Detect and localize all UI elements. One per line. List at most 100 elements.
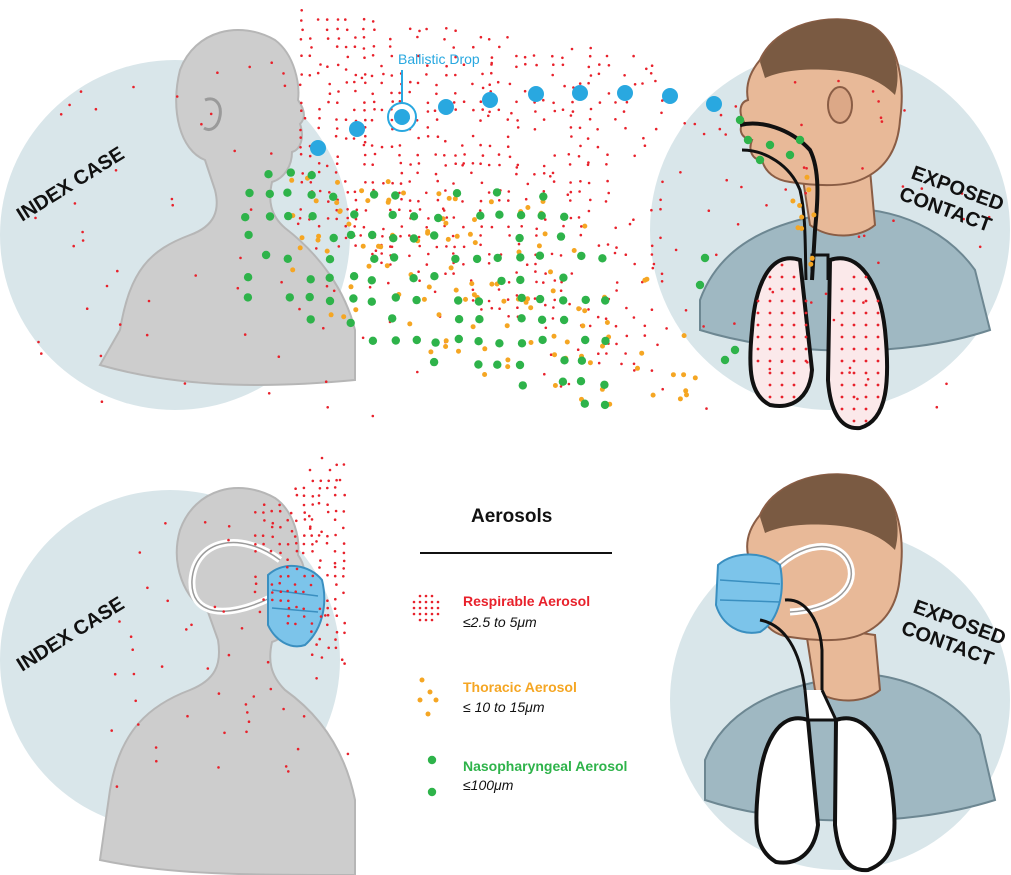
respirable-particle: [462, 263, 465, 266]
respirable-particle: [527, 183, 530, 186]
respirable-particle: [304, 117, 307, 120]
respirable-particle: [872, 90, 875, 93]
respirable-particle: [282, 72, 285, 75]
respirable-particle: [562, 108, 565, 111]
respirable-particle: [793, 336, 796, 339]
respirable-particle: [418, 162, 421, 165]
nasopharyngeal-particle: [600, 381, 608, 389]
respirable-legend-dot: [437, 613, 440, 616]
respirable-particle: [720, 114, 723, 117]
respirable-particle: [161, 665, 164, 668]
thoracic-particle: [796, 225, 801, 230]
thoracic-particle: [693, 375, 698, 380]
respirable-particle: [134, 700, 137, 703]
respirable-particle: [337, 18, 340, 21]
nasopharyngeal-particle: [582, 296, 590, 304]
nasopharyngeal-particle: [283, 189, 291, 197]
thoracic-legend-dot: [420, 678, 425, 683]
respirable-particle: [578, 190, 581, 193]
respirable-particle: [336, 155, 339, 158]
respirable-particle: [296, 550, 299, 553]
respirable-particle: [176, 95, 179, 98]
respirable-particle: [244, 333, 247, 336]
nasopharyngeal-particle: [721, 356, 729, 364]
respirable-particle: [373, 28, 376, 31]
respirable-particle: [587, 164, 590, 167]
respirable-particle: [327, 480, 330, 483]
respirable-particle: [757, 348, 760, 351]
respirable-particle: [633, 263, 636, 266]
respirable-particle: [452, 235, 455, 238]
respirable-particle: [605, 317, 608, 320]
respirable-particle: [865, 372, 868, 375]
respirable-particle: [853, 336, 856, 339]
respirable-particle: [588, 210, 591, 213]
respirable-particle: [652, 267, 655, 270]
nasopharyngeal-particle: [326, 255, 334, 263]
respirable-particle: [227, 539, 230, 542]
thoracic-particle: [472, 292, 477, 297]
respirable-particle: [100, 355, 103, 358]
respirable-particle: [278, 582, 281, 585]
respirable-particle: [409, 199, 412, 202]
thoracic-particle: [376, 244, 381, 249]
thoracic-particle: [551, 288, 556, 293]
thoracic-particle: [341, 314, 346, 319]
nasopharyngeal-particle: [518, 294, 526, 302]
respirable-particle: [300, 38, 303, 41]
respirable-particle: [436, 118, 439, 121]
respirable-particle: [343, 542, 346, 545]
respirable-particle: [320, 480, 323, 483]
respirable-particle: [507, 226, 510, 229]
respirable-particle: [363, 101, 366, 104]
thoracic-particle: [805, 175, 810, 180]
nasopharyngeal-particle: [559, 378, 567, 386]
respirable-particle: [877, 396, 880, 399]
respirable-particle: [255, 582, 258, 585]
respirable-particle: [267, 661, 270, 664]
respirable-particle: [491, 307, 494, 310]
respirable-particle: [597, 146, 600, 149]
respirable-particle: [589, 199, 592, 202]
respirable-particle: [343, 560, 346, 563]
thoracic-particle: [489, 199, 494, 204]
respirable-particle: [355, 74, 358, 77]
respirable-particle: [279, 599, 282, 602]
respirable-particle: [304, 518, 307, 521]
respirable-particle: [285, 765, 288, 768]
respirable-particle: [372, 415, 375, 418]
respirable-particle: [702, 325, 705, 328]
respirable-particle: [769, 288, 772, 291]
respirable-particle: [679, 171, 682, 174]
respirable-particle: [364, 82, 367, 85]
respirable-particle: [608, 64, 611, 67]
respirable-particle: [327, 511, 330, 514]
respirable-particle: [344, 18, 347, 21]
respirable-particle: [598, 362, 601, 365]
respirable-particle: [171, 198, 174, 201]
respirable-particle: [877, 312, 880, 315]
respirable-particle: [296, 568, 299, 571]
respirable-particle: [654, 80, 657, 83]
respirable-particle: [488, 164, 491, 167]
respirable-particle: [303, 487, 306, 490]
respirable-particle: [311, 543, 314, 546]
respirable-particle: [116, 270, 119, 273]
respirable-particle: [303, 543, 306, 546]
respirable-particle: [462, 226, 465, 229]
respirable-particle: [326, 503, 329, 506]
respirable-particle: [863, 235, 866, 238]
respirable-particle: [343, 463, 346, 466]
respirable-particle: [254, 511, 257, 514]
respirable-particle: [222, 610, 225, 613]
respirable-legend-dot: [425, 613, 428, 616]
respirable-particle: [781, 300, 784, 303]
respirable-particle: [139, 551, 142, 554]
nasopharyngeal-particle: [515, 234, 523, 242]
respirable-particle: [587, 137, 590, 140]
nasopharyngeal-particle: [241, 213, 249, 221]
respirable-particle: [324, 614, 327, 617]
respirable-particle: [833, 319, 836, 322]
respirable-particle: [435, 93, 438, 96]
nasopharyngeal-particle: [434, 214, 442, 222]
